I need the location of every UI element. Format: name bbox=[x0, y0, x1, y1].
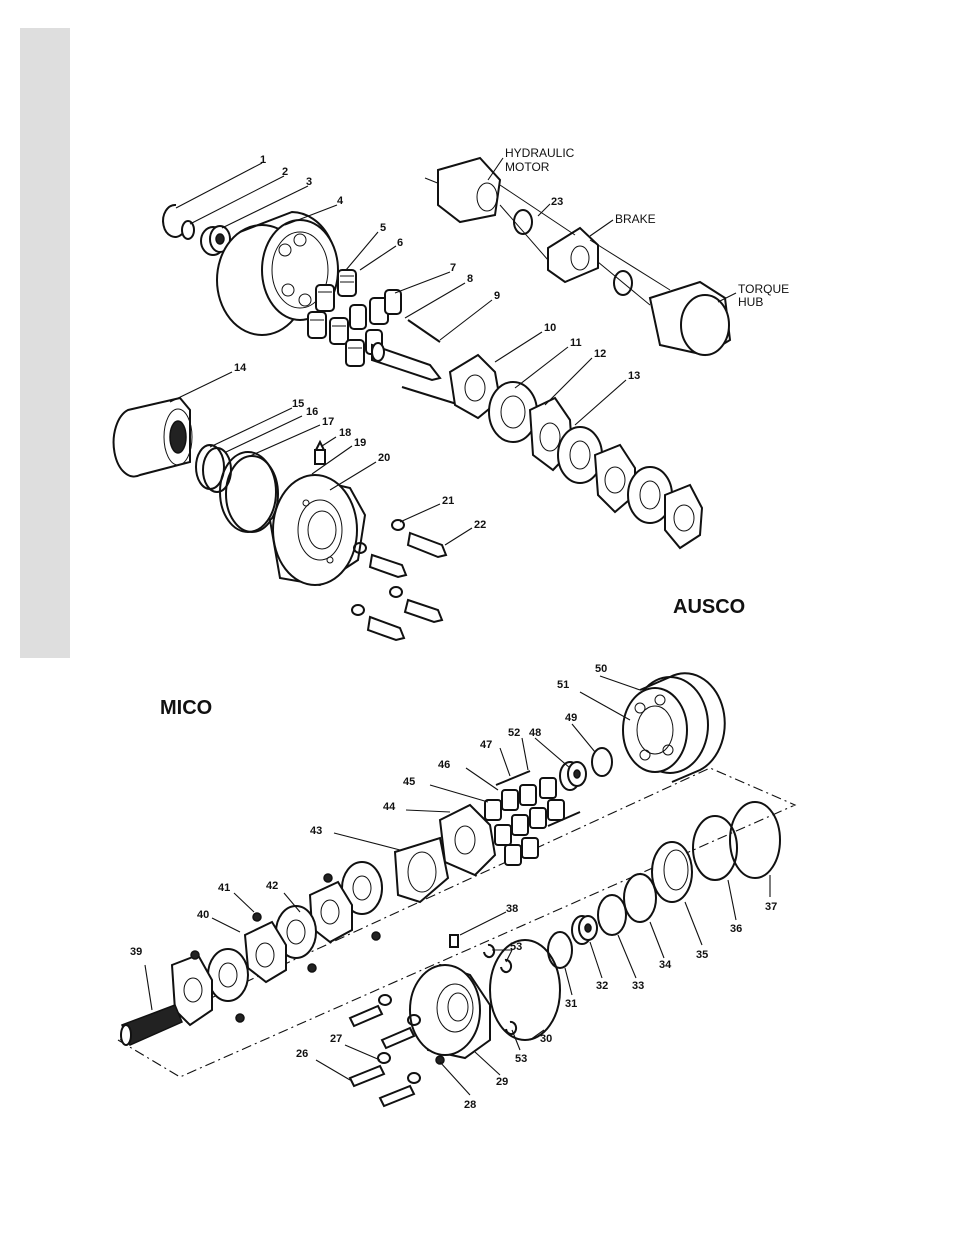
callout-45: 45 bbox=[403, 776, 415, 788]
label-motor: MOTOR bbox=[505, 160, 550, 174]
callout-17: 17 bbox=[322, 416, 334, 428]
ausco-assembly bbox=[114, 158, 736, 640]
mico-large-o-ring-part bbox=[490, 940, 560, 1040]
callout-22: 22 bbox=[474, 519, 486, 531]
callout-53-lower: 53 bbox=[515, 1053, 527, 1065]
pin-part-lower bbox=[402, 387, 460, 405]
callout-3: 3 bbox=[306, 176, 312, 188]
disc-stack-part bbox=[450, 355, 702, 548]
mico-clip-part bbox=[484, 945, 494, 957]
mico-spring-cluster-part bbox=[485, 778, 564, 865]
callout-53-upper: 53 bbox=[510, 941, 522, 953]
callout-28: 28 bbox=[464, 1099, 476, 1111]
mico-pin-part bbox=[496, 771, 530, 785]
mico-clip-part-3 bbox=[506, 1022, 516, 1034]
ring-part bbox=[182, 221, 194, 239]
callout-34: 34 bbox=[659, 959, 672, 971]
callout-38: 38 bbox=[506, 903, 518, 915]
callout-31: 31 bbox=[565, 998, 577, 1010]
mico-heading: MICO bbox=[160, 697, 212, 719]
cover-part bbox=[114, 398, 192, 477]
callout-48: 48 bbox=[529, 727, 541, 739]
callout-52: 52 bbox=[508, 727, 520, 739]
end-plate-part bbox=[270, 475, 365, 585]
callout-36: 36 bbox=[730, 923, 742, 935]
label-torque: TORQUE bbox=[738, 282, 789, 296]
mico-ring-part-2 bbox=[624, 874, 656, 922]
callout-1: 1 bbox=[260, 154, 266, 166]
callout-35: 35 bbox=[696, 949, 708, 961]
callout-4: 4 bbox=[337, 195, 344, 207]
mico-ring-part bbox=[598, 895, 626, 935]
bolt-washer-set bbox=[352, 520, 446, 640]
callout-33: 33 bbox=[632, 980, 644, 992]
mico-shaft-part bbox=[121, 1005, 182, 1045]
callout-39: 39 bbox=[130, 946, 142, 958]
mico-end-cap-part bbox=[410, 965, 490, 1058]
mico-bearing-part bbox=[560, 762, 586, 790]
label-brake: BRAKE bbox=[615, 212, 656, 226]
callout-42: 42 bbox=[266, 880, 278, 892]
callout-15: 15 bbox=[292, 398, 304, 410]
callout-21: 21 bbox=[442, 495, 454, 507]
callout-5: 5 bbox=[380, 222, 386, 234]
callout-27: 27 bbox=[330, 1033, 342, 1045]
callout-13: 13 bbox=[628, 370, 640, 382]
label-hub: HUB bbox=[738, 295, 763, 309]
callout-7: 7 bbox=[450, 262, 456, 274]
mico-small-o-ring-part bbox=[548, 932, 572, 968]
callout-16: 16 bbox=[306, 406, 318, 418]
callout-9: 9 bbox=[494, 290, 500, 302]
callout-41: 41 bbox=[218, 882, 230, 894]
snap-ring-part bbox=[163, 205, 182, 237]
callout-19: 19 bbox=[354, 437, 366, 449]
callout-12: 12 bbox=[594, 348, 606, 360]
shaft-part bbox=[372, 343, 440, 380]
callout-2: 2 bbox=[282, 166, 288, 178]
callout-44: 44 bbox=[383, 801, 396, 813]
callout-10: 10 bbox=[544, 322, 556, 334]
mico-disc-part-3 bbox=[208, 949, 248, 1001]
callout-29: 29 bbox=[496, 1076, 508, 1088]
callout-46: 46 bbox=[438, 759, 450, 771]
callout-30: 30 bbox=[540, 1033, 552, 1045]
ausco-heading: AUSCO bbox=[673, 596, 745, 618]
callout-8: 8 bbox=[467, 273, 473, 285]
callout-50: 50 bbox=[595, 663, 607, 675]
callout-51: 51 bbox=[557, 679, 569, 691]
callout-32: 32 bbox=[596, 980, 608, 992]
mico-plug-part bbox=[450, 935, 458, 947]
callout-49: 49 bbox=[565, 712, 577, 724]
callout-11: 11 bbox=[570, 337, 582, 349]
mico-o-ring-part bbox=[592, 748, 612, 776]
callout-14: 14 bbox=[234, 362, 247, 374]
callout-43: 43 bbox=[310, 825, 322, 837]
callout-20: 20 bbox=[378, 452, 390, 464]
pin-part bbox=[408, 320, 440, 342]
callout-37: 37 bbox=[765, 901, 777, 913]
callout-26: 26 bbox=[296, 1048, 308, 1060]
callout-40: 40 bbox=[197, 909, 209, 921]
callout-23: 23 bbox=[551, 196, 563, 208]
callout-6: 6 bbox=[397, 237, 403, 249]
callout-47: 47 bbox=[480, 739, 492, 751]
mico-lower-bearing-part bbox=[572, 916, 597, 944]
driveline-inset bbox=[425, 158, 730, 355]
callout-18: 18 bbox=[339, 427, 351, 439]
mico-seal-part bbox=[652, 842, 692, 902]
label-hydraulic: HYDRAULIC bbox=[505, 146, 575, 160]
mico-ring-part-4 bbox=[730, 802, 780, 878]
